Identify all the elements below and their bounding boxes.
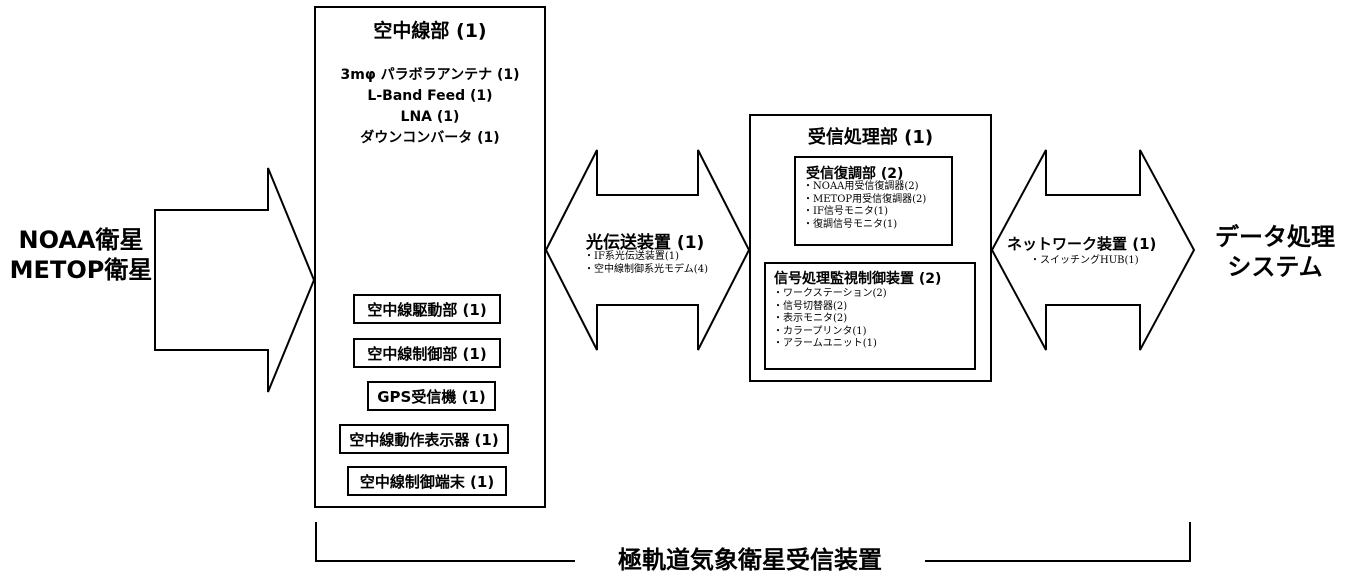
module-drive: 空中線駆動部 (1) [353,294,501,324]
module-gps: GPS受信機 (1) [367,381,496,411]
network-item: ・スイッチングHUB(1) [1030,255,1139,266]
network-title: ネットワーク装置 (1) [1007,235,1157,253]
system-bracket-left [315,522,575,562]
monitor-box [764,262,976,370]
antenna-section-title: 空中線部 (1) [373,20,487,42]
spec-dish: 3mφ パラボラアンテナ (1) [340,67,520,83]
monitor-item: ・信号切替器(2) [773,300,848,312]
optical-link-items: ・IF系光伝送装置(1) ・空中線制御系光モデム(4) [584,251,708,276]
monitor-item: ・表示モニタ(2) [773,313,848,324]
demod-item: ・METOP用受信復調器(2) [803,193,927,205]
module-control: 空中線制御部 (1) [353,338,501,368]
satellite-label: NOAA衛星 METOP衛星 [6,225,156,285]
optical-item: ・IF系光伝送装置(1) [584,251,680,262]
module-status-display: 空中線動作表示器 (1) [339,424,509,454]
receiver-section-title: 受信処理部 (1) [807,127,934,148]
spec-lna: LNA (1) [400,109,460,125]
spec-feed: L-Band Feed (1) [367,88,493,104]
antenna-specs: 3mφ パラボラアンテナ (1) L-Band Feed (1) LNA (1)… [314,65,546,149]
satellite-label-line1: NOAA衛星 [18,226,144,254]
optical-item: ・空中線制御系光モデム(4) [584,263,708,275]
satellite-label-line2: METOP衛星 [9,256,153,284]
demod-items: ・NOAA用受信復調器(2) ・METOP用受信復調器(2) ・IF信号モニタ(… [803,181,926,231]
data-processing-label: データ処理 システム [1196,222,1354,282]
spec-downconverter: ダウンコンバータ (1) [360,130,500,146]
network-double-arrow [990,149,1196,351]
demod-item: ・IF信号モニタ(1) [803,206,889,217]
demod-title: 受信復調部 (2) [806,166,904,182]
demod-item: ・復調信号モニタ(1) [803,218,898,230]
monitor-title: 信号処理監視制御装置 (2) [774,271,942,287]
monitor-item: ・アラームユニット(1) [773,338,877,349]
data-processing-line1: データ処理 [1215,223,1335,251]
monitor-item: ・ワークステーション(2) [773,288,887,299]
demod-item: ・NOAA用受信復調器(2) [803,181,919,192]
optical-link-title: 光伝送装置 (1) [586,233,705,253]
input-arrow [154,167,316,393]
monitor-items: ・ワークステーション(2) ・信号切替器(2) ・表示モニタ(2) ・カラープリ… [773,288,887,351]
demod-box [794,156,953,246]
network-items: ・スイッチングHUB(1) [1030,255,1139,268]
monitor-item: ・カラープリンタ(1) [773,325,867,337]
system-bracket-right [925,522,1191,562]
module-terminal: 空中線制御端末 (1) [347,466,507,496]
system-name: 極軌道気象衛星受信装置 [575,544,925,576]
data-processing-line2: システム [1227,253,1323,281]
